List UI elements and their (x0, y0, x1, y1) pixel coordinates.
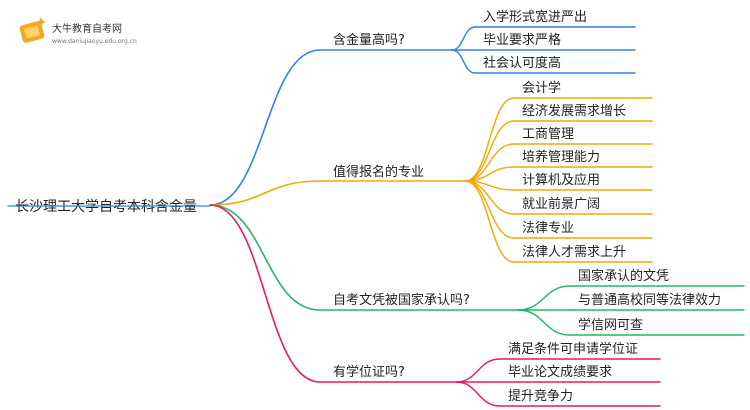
connector-line (455, 358, 501, 383)
connector-line (451, 49, 476, 74)
major-detail-node: 培养管理能力 (522, 149, 600, 165)
major-node: 会计学 (522, 80, 561, 96)
major-detail-node: 法律人才需求上升 (522, 245, 626, 260)
branch-degree: 有学位证吗? 满足条件可申请学位证 毕业论文成绩要求 提升竞争力 (333, 341, 638, 404)
major-detail-node: 经济发展需求增长 (522, 103, 626, 119)
connector-line (464, 180, 515, 263)
branch-label: 含金量高吗? (333, 32, 405, 48)
book-with-sparkle-icon (19, 17, 46, 43)
logo-title: 大牛教育自考网 (52, 22, 122, 35)
connector-line (209, 204, 321, 311)
branch-quality: 含金量高吗? 入学形式宽进严出 毕业要求严格 社会认可度高 (333, 9, 587, 71)
leaf-node: 国家承认的文凭 (578, 268, 669, 284)
branch-label: 值得报名的专业 (333, 164, 424, 180)
logo: 大牛教育自考网 www.daniujiaoyu.edu.org.cn (19, 17, 137, 45)
root-topic: 长沙理工大学自考本科含金量 (15, 199, 197, 215)
leaf-node: 提升竞争力 (508, 388, 573, 404)
major-detail-node: 就业前景广阔 (522, 196, 600, 212)
logo-url: www.daniujiaoyu.edu.org.cn (52, 38, 137, 45)
connector-line (517, 309, 571, 336)
leaf-node: 入学形式宽进严出 (483, 9, 587, 25)
major-node: 计算机及应用 (522, 172, 600, 188)
branch-majors: 值得报名的专业 会计学 经济发展需求增长 工商管理 培养管理能力 计算机及应用 … (333, 80, 626, 260)
branch-recognition: 自考文凭被国家承认吗? 国家承认的文凭 与普通高校同等法律效力 学信网可查 (333, 268, 721, 333)
connector-line (209, 49, 321, 206)
connector-line (209, 204, 321, 383)
connector-line (464, 97, 515, 182)
branch-label: 有学位证吗? (333, 364, 405, 380)
major-node: 法律专业 (522, 221, 574, 236)
connector-line (451, 26, 476, 51)
leaf-node: 毕业要求严格 (483, 32, 561, 48)
connector-line (464, 120, 515, 182)
leaf-node: 社会认可度高 (483, 55, 561, 71)
leaf-node: 满足条件可申请学位证 (508, 341, 638, 357)
connector-line (209, 180, 321, 206)
leaf-node: 与普通高校同等法律效力 (578, 292, 721, 308)
branch-label: 自考文凭被国家承认吗? (333, 292, 470, 308)
leaf-node: 毕业论文成绩要求 (508, 365, 612, 380)
major-node: 工商管理 (522, 127, 574, 142)
connector-line (517, 285, 571, 311)
connector-lines (7, 26, 745, 407)
connector-line (455, 381, 501, 407)
leaf-node: 学信网可查 (578, 317, 643, 333)
